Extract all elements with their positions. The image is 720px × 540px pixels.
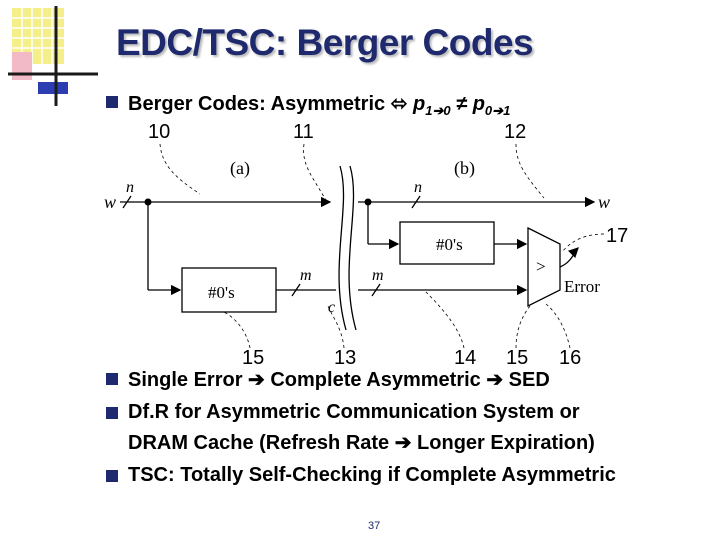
callout-16: 16 [559,347,581,369]
error-output-label: Error [564,277,600,296]
callout-13: 13 [334,347,356,369]
width-n-left: n [126,179,134,196]
bullet-marker [106,373,118,385]
panel-a-label: (a) [230,158,250,179]
panel-b-label: (b) [454,158,475,179]
bullet-1-text: Berger Codes: Asymmetric ⬄ p1➔0 ≠ p0➔1 [128,93,511,118]
leader-lines [159,143,605,349]
double-arrow-icon: ⬄ [390,93,408,115]
channel-break [338,165,357,331]
bullet-1-label: Berger Codes: Asymmetric [128,93,391,115]
callout-17: 17 [606,225,628,247]
bullet-marker [106,470,118,482]
bullet-3-line2: DRAM Cache (Refresh Rate ➔ Longer Expira… [128,432,595,454]
width-n-right: n [414,179,422,196]
zero-counter-a: #0's [208,283,235,302]
bullet-4-text: TSC: Totally Self-Checking if Complete A… [128,464,616,486]
arrow-right-icon: ➔ [394,432,412,454]
width-m-left: m [300,267,312,284]
bus-w-left: w [104,192,116,212]
callout-14: 14 [454,347,476,369]
bullet-3-line1: Df.R for Asymmetric Communication System… [128,401,580,423]
slide-title: EDC/TSC: Berger Codes [116,22,534,63]
callout-15a: 15 [242,347,264,369]
arrow-right-icon: ➔ [486,369,504,391]
bus-w-right: w [598,192,610,212]
arrow-right-icon: ➔ [248,369,265,391]
bullet-marker [106,96,118,108]
bullet-marker [106,407,118,419]
zero-counter-b: #0's [436,235,463,254]
berger-code-diagram: 10 11 12 17 15 13 14 15 16 (a) (b) w n #… [104,121,628,369]
bullet-2-text: Single Error ➔ Complete Asymmetric ➔ SED [128,369,550,391]
c-label: c [328,299,335,316]
comparator-symbol: > [536,257,546,276]
callout-15b: 15 [506,347,528,369]
logo-grid-icon [8,6,98,106]
callout-11: 11 [293,121,314,143]
callout-10: 10 [148,121,170,143]
arrow-right-icon: ➔ [432,103,444,118]
width-m-right: m [372,267,384,284]
arrow-right-icon: ➔ [492,103,504,118]
page-number: 37 [368,520,381,532]
callout-12: 12 [504,121,526,143]
